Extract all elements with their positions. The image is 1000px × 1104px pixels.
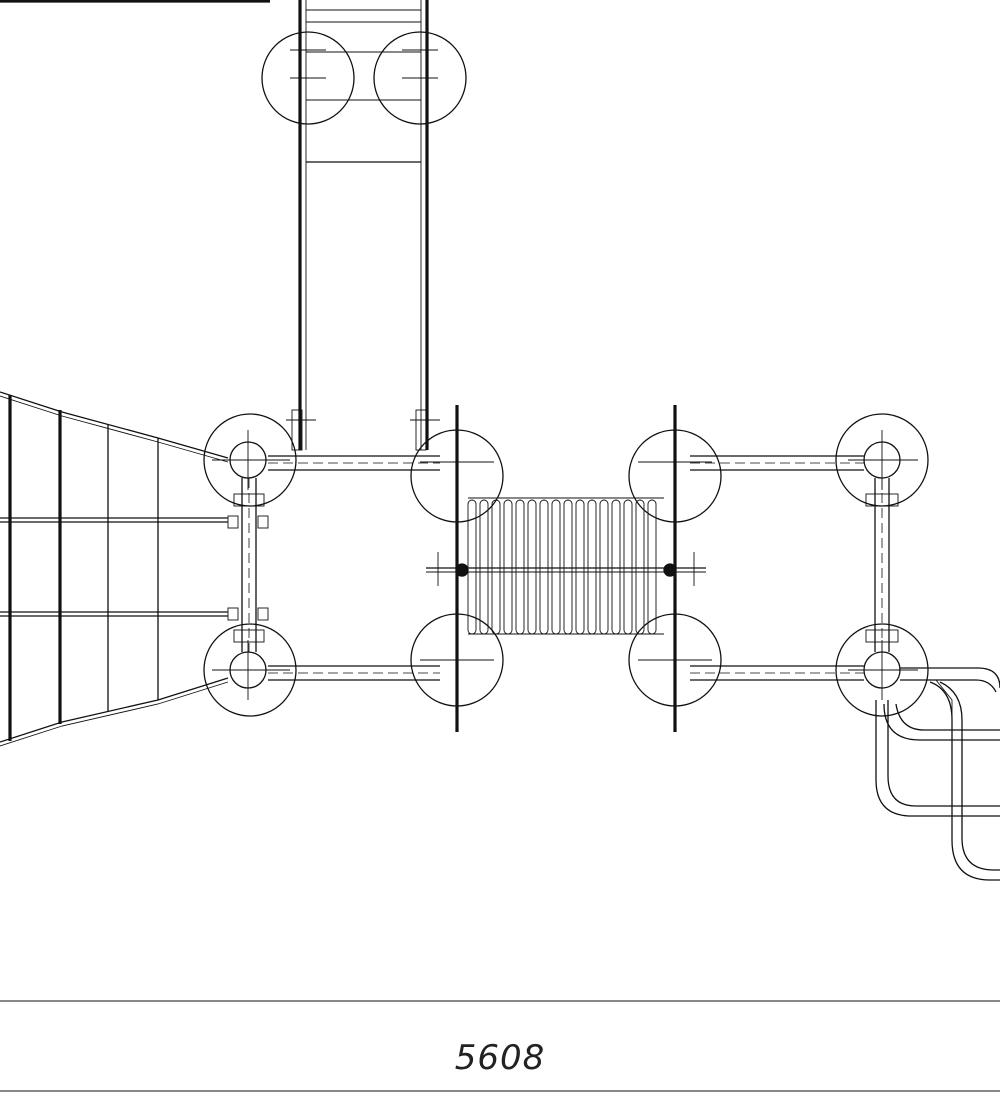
bridge-slat (575, 499, 585, 635)
bridge-slat (515, 499, 525, 635)
bridge-slat (503, 499, 513, 635)
bridge-slat (539, 499, 549, 635)
overall-width-dimension: 5608 (454, 1038, 546, 1078)
post-top-left (203, 413, 297, 507)
suspension-bridge (426, 405, 706, 732)
rails (268, 455, 864, 681)
post-bottom-left (203, 623, 297, 717)
slide-section (261, 0, 467, 451)
bridge-slat (527, 499, 537, 635)
bridge-slat (551, 499, 561, 635)
bridge-slat (479, 499, 489, 635)
bridge-slat (635, 499, 645, 635)
bridge-slat (467, 499, 477, 635)
bridge-slat (611, 499, 621, 635)
post-top-right (835, 413, 929, 507)
bridge-slat (647, 499, 657, 635)
bridge-slat (587, 499, 597, 635)
vertical-rails (227, 478, 899, 652)
handrails-right (875, 667, 1000, 881)
bridge-slat (623, 499, 633, 635)
climbing-net (0, 391, 229, 747)
bridge-slat (599, 499, 609, 635)
bridge-slat (563, 499, 573, 635)
bridge-slat (491, 499, 501, 635)
